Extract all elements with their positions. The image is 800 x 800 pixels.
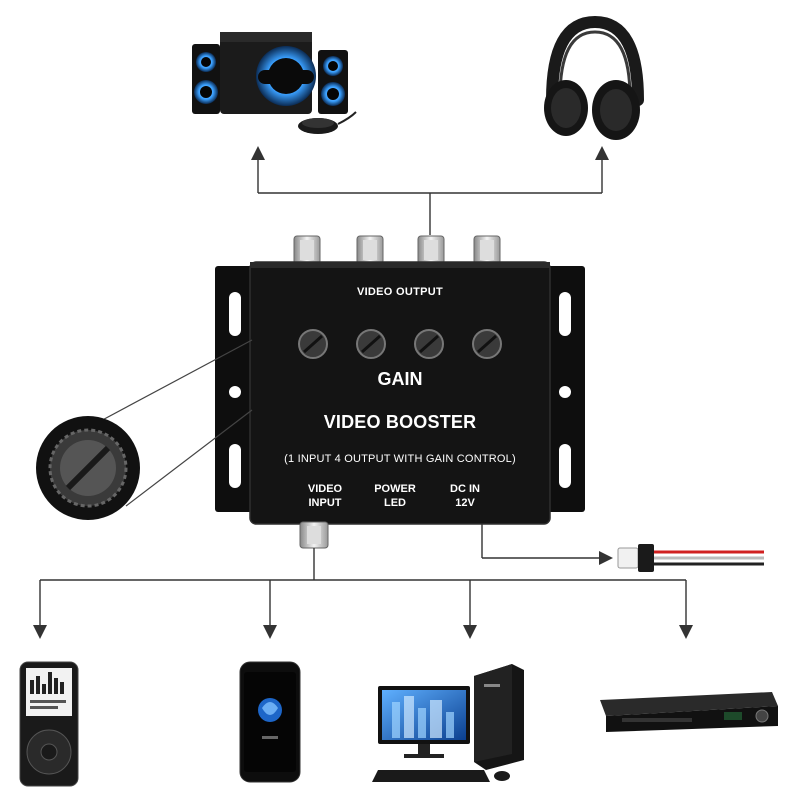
- rca-output-jack: [293, 235, 321, 265]
- device-subtitle: (1 INPUT 4 OUTPUT WITH GAIN CONTROL): [284, 453, 516, 465]
- dvd-player-icon: [600, 692, 778, 732]
- bottom-connector-lines: [33, 548, 693, 639]
- video-input-label: VIDEO INPUT: [290, 482, 360, 510]
- dc-in-label-line: 12V: [455, 497, 475, 509]
- speaker-system-icon: [192, 32, 357, 134]
- video-input-label-line: INPUT: [308, 497, 342, 509]
- smartphone-icon: [239, 661, 301, 783]
- video-input-label-line: VIDEO: [307, 483, 343, 495]
- desktop-computer-icon: [372, 664, 524, 782]
- gain-knob[interactable]: [414, 329, 444, 359]
- video-output-label: VIDEO OUTPUT: [356, 286, 444, 298]
- rca-output-jack: [417, 235, 445, 265]
- dc-in-label-line: DC IN: [450, 483, 480, 495]
- video-input-jack: [299, 521, 329, 549]
- top-connector-lines: [251, 146, 609, 235]
- headphones-icon: [544, 15, 644, 140]
- dc-in-label: DC IN 12V: [430, 482, 500, 510]
- power-led-label-line: LED: [384, 497, 406, 509]
- power-led-label-line: POWER: [374, 483, 416, 495]
- video-booster-device: [215, 261, 585, 525]
- rca-output-jack: [473, 235, 501, 265]
- gain-knob[interactable]: [472, 329, 502, 359]
- rca-output-jack: [356, 235, 384, 265]
- gain-knob[interactable]: [298, 329, 328, 359]
- gain-knob[interactable]: [356, 329, 386, 359]
- knob-zoom-inset: [36, 339, 253, 520]
- rca-output-jacks: [293, 235, 501, 265]
- power-led-label: POWER LED: [360, 482, 430, 510]
- device-title: VIDEO BOOSTER: [323, 412, 477, 432]
- dc-power-line: [481, 524, 613, 565]
- dc-power-cable-icon: [617, 544, 764, 572]
- gain-label: GAIN: [377, 369, 423, 389]
- mp3-player-icon: [19, 661, 79, 787]
